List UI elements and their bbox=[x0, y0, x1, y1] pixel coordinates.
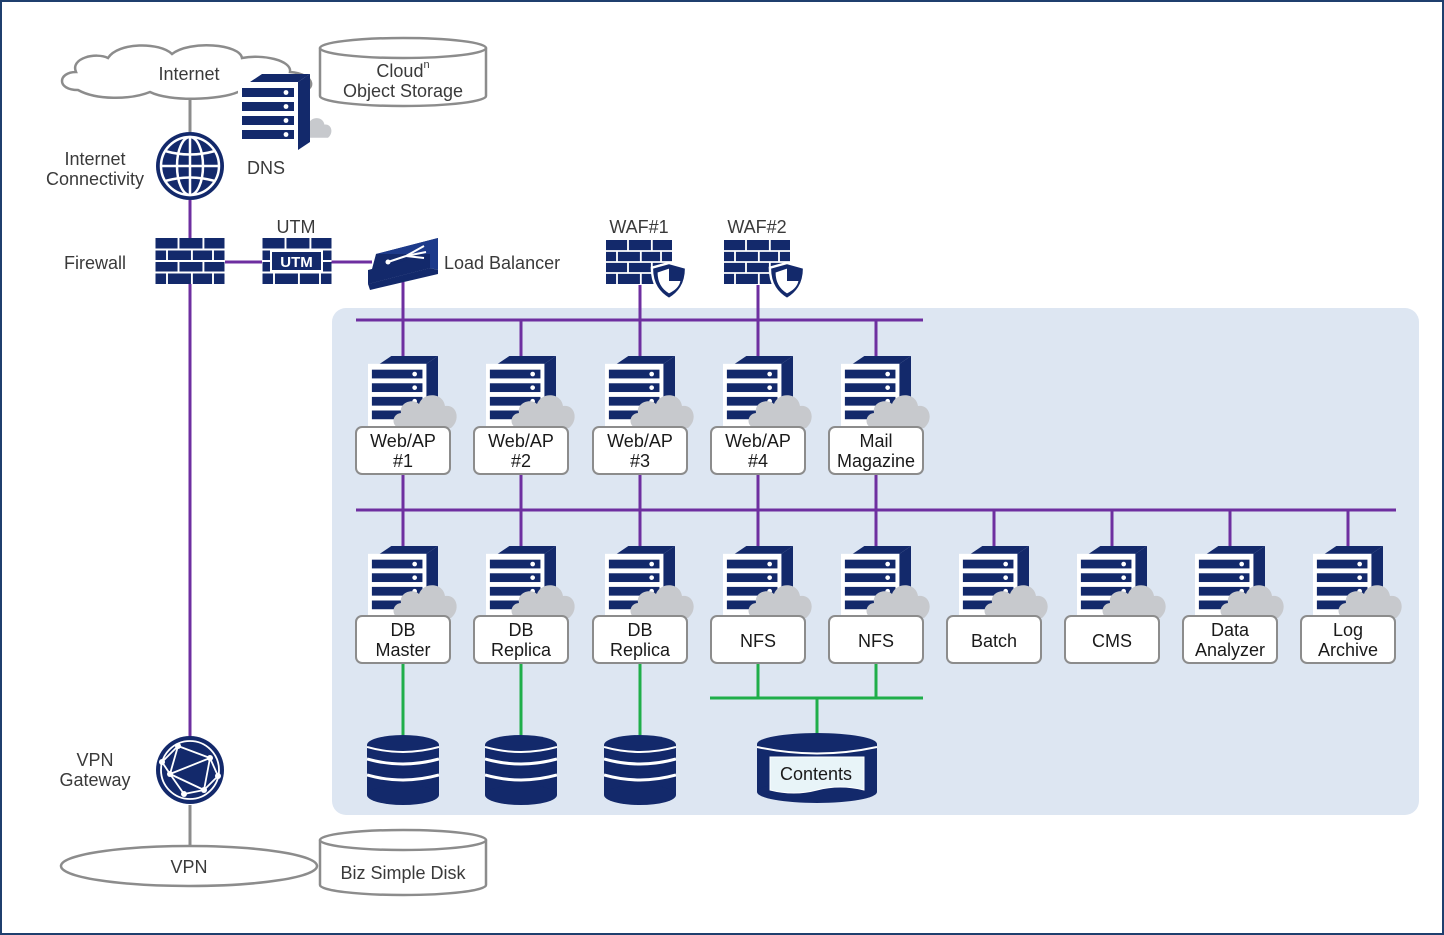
db-replica-1-label-line2: Replica bbox=[491, 640, 552, 660]
utm-badge: UTM bbox=[280, 254, 313, 271]
data-analyzer-server: Data Analyzer bbox=[1182, 546, 1284, 664]
dns-label: DNS bbox=[247, 158, 285, 178]
web-server-row: Web/AP #1 Web/AP #2 Web/AP #3 Web/AP #4 bbox=[355, 356, 930, 475]
mail-magazine-label-line2: Magazine bbox=[837, 451, 915, 471]
biz-simple-disk: Biz Simple Disk bbox=[318, 828, 488, 897]
cloud-storage-title: Cloud bbox=[376, 61, 423, 81]
globe-icon bbox=[156, 132, 224, 200]
vpn-gateway-label-line1: VPN bbox=[76, 750, 113, 770]
load-balancer: Load Balancer bbox=[368, 238, 560, 290]
cloud-object-storage: Cloudn Object Storage bbox=[318, 36, 488, 108]
back-server-row: DB Master DB Replica DB Replica NFS bbox=[355, 546, 1402, 664]
connection-lines bbox=[188, 95, 1396, 848]
batch-server: Batch bbox=[946, 546, 1048, 664]
cloud-storage-superscript: n bbox=[423, 59, 429, 71]
web-server-3-label-line1: Web/AP bbox=[607, 431, 673, 451]
vpn-gateway: VPN Gateway bbox=[59, 736, 224, 804]
waf-1: WAF#1 bbox=[605, 217, 688, 300]
vpn-network: VPN bbox=[59, 844, 319, 888]
web-server-4-label-line2: #4 bbox=[748, 451, 768, 471]
db-master-label-line2: Master bbox=[375, 640, 430, 660]
db-master-server: DB Master bbox=[355, 546, 457, 664]
web-server-3: Web/AP #3 bbox=[592, 356, 694, 475]
cms-server: CMS bbox=[1064, 546, 1166, 664]
database-icon bbox=[367, 735, 439, 805]
vpn-gateway-icon bbox=[156, 736, 224, 804]
db-replica-1-server: DB Replica bbox=[473, 546, 575, 664]
storage-row: Contents bbox=[367, 733, 878, 805]
internet-connectivity-label-line1: Internet bbox=[64, 149, 125, 169]
nfs-1-server: NFS bbox=[710, 546, 812, 664]
nfs-2-label: NFS bbox=[858, 631, 894, 651]
web-server-2: Web/AP #2 bbox=[473, 356, 575, 475]
web-server-1: Web/AP #1 bbox=[355, 356, 457, 475]
load-balancer-label: Load Balancer bbox=[444, 253, 560, 273]
log-archive-label-line1: Log bbox=[1333, 620, 1363, 640]
load-balancer-icon bbox=[368, 238, 438, 290]
waf-1-label: WAF#1 bbox=[609, 217, 668, 237]
web-server-4-label-line1: Web/AP bbox=[725, 431, 791, 451]
waf-2-label: WAF#2 bbox=[727, 217, 786, 237]
waf-2: WAF#2 bbox=[723, 217, 806, 300]
web-server-4: Web/AP #4 bbox=[710, 356, 812, 475]
biz-simple-disk-label: Biz Simple Disk bbox=[340, 863, 466, 883]
web-server-3-label-line2: #3 bbox=[630, 451, 650, 471]
utm-label: UTM bbox=[277, 217, 316, 237]
log-archive-label-line2: Archive bbox=[1318, 640, 1378, 660]
vpn-label: VPN bbox=[170, 857, 207, 877]
cloud-storage-subtitle: Object Storage bbox=[343, 81, 463, 101]
batch-label: Batch bbox=[971, 631, 1017, 651]
data-analyzer-label-line1: Data bbox=[1211, 620, 1250, 640]
db-master-label-line1: DB bbox=[390, 620, 415, 640]
nfs-2-server: NFS bbox=[828, 546, 930, 664]
web-server-2-label-line2: #2 bbox=[511, 451, 531, 471]
svg-text:Cloudn: Cloudn bbox=[376, 59, 429, 81]
vpn-gateway-label-line2: Gateway bbox=[59, 770, 130, 790]
db-replica-2-server: DB Replica bbox=[592, 546, 694, 664]
firewall-label: Firewall bbox=[64, 253, 126, 273]
firewall-icon bbox=[155, 238, 225, 284]
contents-label: Contents bbox=[780, 764, 852, 784]
dns-server: DNS bbox=[238, 74, 332, 178]
contents-storage: Contents bbox=[756, 733, 878, 803]
web-server-2-label-line1: Web/AP bbox=[488, 431, 554, 451]
mail-magazine-server: Mail Magazine bbox=[828, 356, 930, 475]
db-replica-1-label-line1: DB bbox=[508, 620, 533, 640]
internet-label: Internet bbox=[158, 64, 219, 84]
database-icon bbox=[604, 735, 676, 805]
mail-magazine-label-line1: Mail bbox=[859, 431, 892, 451]
db-replica-2-label-line1: DB bbox=[627, 620, 652, 640]
utm: UTM UTM bbox=[262, 217, 332, 284]
web-server-1-label-line2: #1 bbox=[393, 451, 413, 471]
database-icon bbox=[756, 733, 878, 803]
internet-connectivity: Internet Connectivity bbox=[46, 132, 224, 200]
cms-label: CMS bbox=[1092, 631, 1132, 651]
web-server-1-label-line1: Web/AP bbox=[370, 431, 436, 451]
db-replica-2-label-line2: Replica bbox=[610, 640, 671, 660]
internet-connectivity-label-line2: Connectivity bbox=[46, 169, 144, 189]
server-icon bbox=[238, 74, 310, 150]
data-analyzer-label-line2: Analyzer bbox=[1195, 640, 1265, 660]
log-archive-server: Log Archive bbox=[1300, 546, 1402, 664]
nfs-1-label: NFS bbox=[740, 631, 776, 651]
database-icon bbox=[485, 735, 557, 805]
firewall: Firewall bbox=[64, 238, 225, 284]
